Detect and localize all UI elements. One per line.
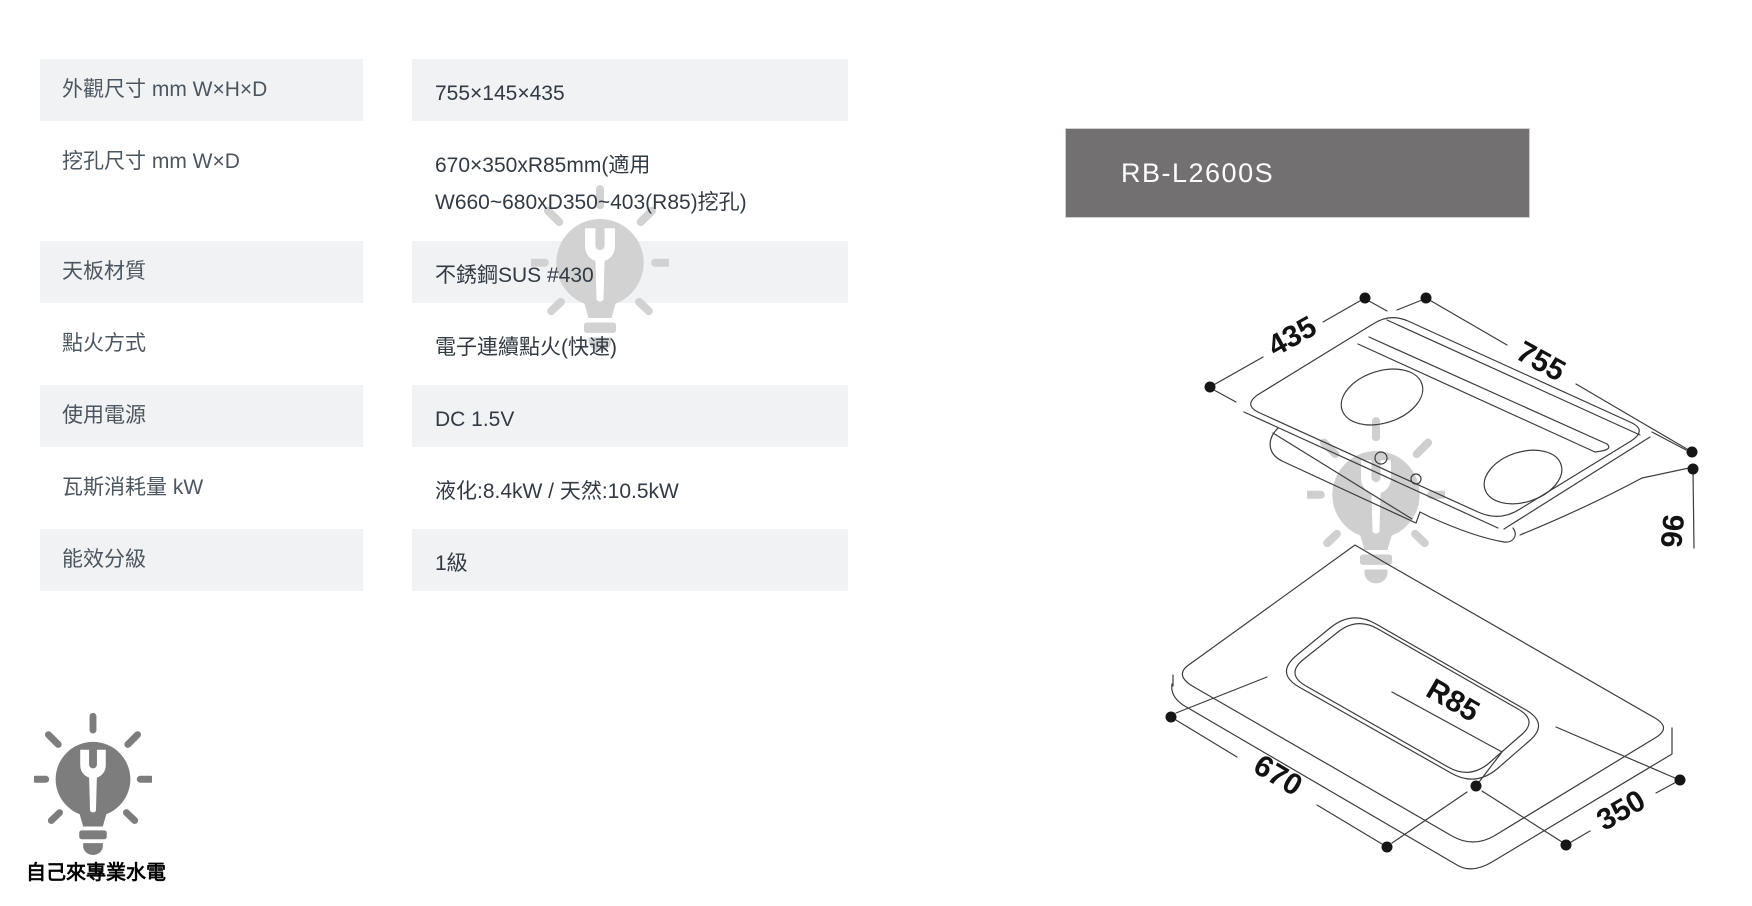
- product-model-badge: RB-L2600S: [1065, 128, 1530, 218]
- spec-label-cell: 挖孔尺寸 mm W×D: [40, 131, 363, 231]
- dim-350: 350: [1481, 726, 1686, 851]
- dim-label-350: 350: [1591, 784, 1651, 838]
- spec-value-cell: 1級: [412, 529, 848, 591]
- spec-value-line: DC 1.5V: [435, 408, 515, 431]
- spec-value-cell: DC 1.5V: [412, 385, 848, 447]
- spec-label: 挖孔尺寸 mm W×D: [62, 150, 240, 173]
- dim-label-670: 670: [1248, 749, 1308, 803]
- spec-label-cell: 點火方式: [40, 313, 363, 375]
- spec-value-line: 670×350xR85mm(適用: [435, 154, 651, 177]
- spec-value-line: 電子連續點火(快速): [435, 336, 617, 359]
- spec-value-cell: 液化:8.4kW / 天然:10.5kW: [412, 457, 848, 519]
- spec-value-cell: 670×350xR85mm(適用 W660~680xD350~403(R85)挖孔…: [412, 131, 848, 231]
- spec-label: 使用電源: [62, 404, 146, 427]
- table-row: 挖孔尺寸 mm W×D 670×350xR85mm(適用 W660~680xD35…: [40, 131, 848, 231]
- dim-label-435: 435: [1262, 310, 1322, 363]
- spec-value-line: 不銹鋼SUS #430: [435, 264, 594, 287]
- spec-label: 天板材質: [62, 260, 146, 283]
- bulb-wrench-logo-icon: [34, 710, 152, 878]
- spec-value-line: W660~680xD350~403(R85)挖孔): [435, 191, 747, 214]
- spec-value-cell: 755×145×435: [412, 59, 848, 121]
- dim-755: 755: [1396, 292, 1698, 458]
- spec-label-cell: 天板材質: [40, 241, 363, 303]
- table-row: 使用電源 DC 1.5V: [40, 385, 848, 447]
- table-row: 能效分級 1級: [40, 529, 848, 591]
- spec-label-cell: 能效分級: [40, 529, 363, 591]
- table-row: 外觀尺寸 mm W×H×D 755×145×435: [40, 59, 848, 121]
- spec-label-cell: 使用電源: [40, 385, 363, 447]
- table-row: 瓦斯消耗量 kW 液化:8.4kW / 天然:10.5kW: [40, 457, 848, 519]
- spec-label-cell: 外觀尺寸 mm W×H×D: [40, 59, 363, 121]
- spec-value-line: 1級: [435, 552, 468, 575]
- spec-label-cell: 瓦斯消耗量 kW: [40, 457, 363, 519]
- spec-table: 外觀尺寸 mm W×H×D 755×145×435 挖孔尺寸 mm W×D 67…: [40, 59, 848, 601]
- brand-name: 自己來專業水電: [26, 862, 166, 884]
- spec-label: 瓦斯消耗量 kW: [62, 476, 204, 499]
- table-row: 點火方式 電子連續點火(快速): [40, 313, 848, 375]
- spec-label: 外觀尺寸 mm W×H×D: [62, 78, 268, 101]
- spec-value-cell: 電子連續點火(快速): [412, 313, 848, 375]
- dim-96: 96: [1641, 463, 1699, 549]
- spec-value-cell: 不銹鋼SUS #430: [412, 241, 848, 303]
- spec-label: 點火方式: [62, 332, 146, 355]
- spec-label: 能效分級: [62, 548, 146, 571]
- dim-670: 670: [1165, 676, 1468, 853]
- installation-dimensions-diagram: 435 755 96 R85 670: [1165, 292, 1699, 870]
- stove-top-drawing: [1243, 317, 1651, 543]
- table-row: 天板材質 不銹鋼SUS #430: [40, 241, 848, 303]
- product-model: RB-L2600S: [1121, 157, 1275, 188]
- spec-value-line: 755×145×435: [435, 82, 565, 105]
- spec-value-line: 液化:8.4kW / 天然:10.5kW: [435, 480, 679, 503]
- dim-label-96: 96: [1654, 513, 1690, 549]
- dim-435: 435: [1204, 292, 1388, 403]
